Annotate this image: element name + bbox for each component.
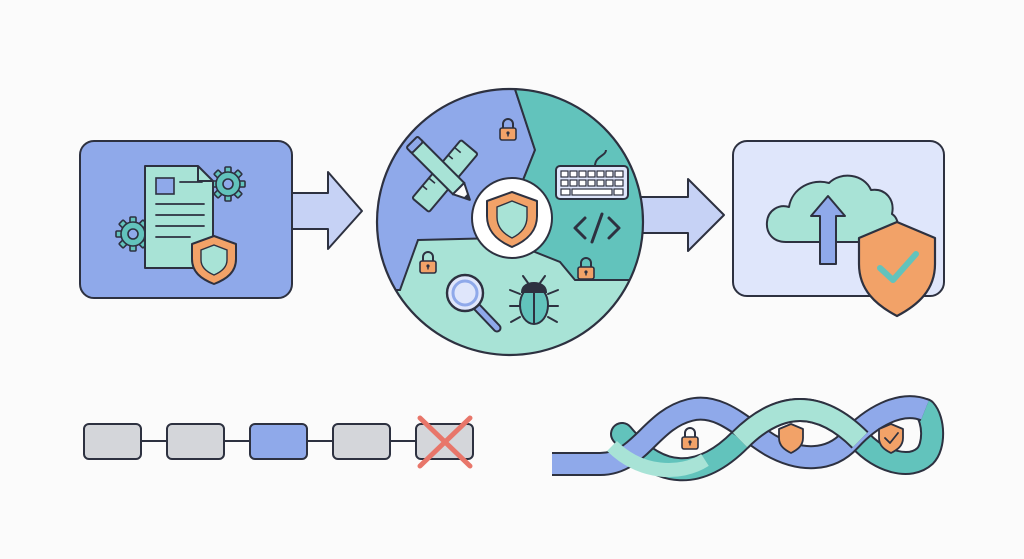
upload-arrow-icon (810, 195, 846, 265)
pipeline (83, 415, 474, 469)
deploy-stage (732, 140, 945, 318)
secure-stream (552, 395, 945, 482)
develop-test-circle (375, 87, 645, 357)
shield-check-icon (878, 423, 904, 454)
develop-test-stage (375, 87, 725, 357)
keyboard-icon (555, 149, 629, 200)
shield-icon (486, 191, 538, 248)
pipeline-step-active (249, 423, 308, 460)
magnifier-icon (445, 273, 502, 333)
shield-icon (778, 423, 804, 454)
code-icon (573, 212, 621, 244)
plan-to-develop-arrow (291, 171, 363, 250)
shield-check-icon (857, 220, 937, 318)
shield-icon (191, 235, 237, 285)
develop-to-deploy-arrow (639, 178, 725, 252)
pipeline-step (83, 423, 142, 460)
lock-icon (681, 427, 699, 450)
pencil-icon (406, 136, 471, 201)
pipeline-step (332, 423, 391, 460)
gear-icon (210, 166, 246, 202)
pipeline-step (166, 423, 225, 460)
bug-icon (509, 275, 559, 325)
cross-icon (417, 415, 473, 469)
plan-stage (79, 140, 363, 299)
